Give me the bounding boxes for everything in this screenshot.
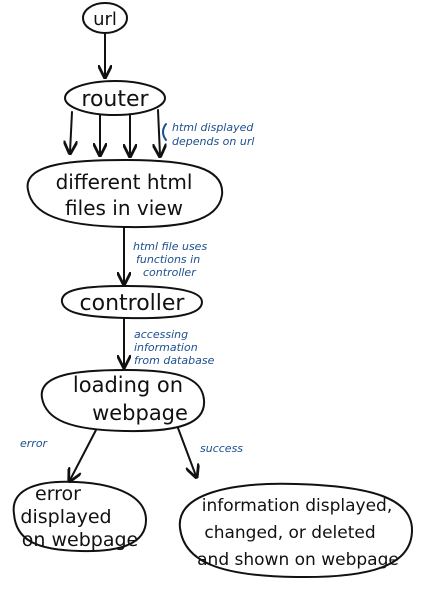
node-router-label: router (81, 87, 149, 112)
node-loading-line-1: loading on (73, 373, 183, 397)
arrow-loading-info (177, 427, 196, 476)
node-information-line-2: changed, or deleted (204, 523, 375, 543)
node-url-label: url (93, 9, 117, 30)
html-note-line-1: html file uses (133, 240, 207, 253)
node-information-line-1: information displayed, (202, 496, 393, 516)
node-controller: controller (61, 285, 203, 320)
node-error-line-1: error (35, 483, 81, 505)
router-note-line-2: depends on url (172, 135, 254, 148)
router-note-bracket (162, 123, 167, 141)
node-url: url (82, 2, 128, 34)
node-information: information displayed, changed, or delet… (178, 482, 413, 579)
node-html-files-line-2: files in view (65, 196, 183, 220)
node-error-line-3: on webpage (22, 529, 138, 551)
html-note-line-3: controller (143, 266, 197, 279)
success-label: success (200, 442, 243, 455)
node-loading: loading on webpage (40, 369, 206, 433)
node-error: error displayed on webpage (12, 480, 147, 553)
arrow-router-html-1 (70, 111, 72, 152)
node-controller-label: controller (80, 291, 186, 316)
controller-note-line-3: from database (134, 354, 215, 367)
error-label: error (20, 437, 49, 450)
node-error-line-2: displayed (20, 506, 111, 528)
controller-note-line-2: information (134, 341, 198, 354)
arrow-loading-error (70, 429, 97, 480)
node-loading-line-2: webpage (92, 401, 188, 425)
node-html-files: different html files in view (26, 159, 224, 229)
router-note-line-1: html displayed (172, 121, 254, 134)
html-note-line-2: functions in (136, 253, 200, 266)
node-html-files-line-1: different html (56, 170, 193, 194)
controller-note-line-1: accessing (134, 328, 188, 341)
node-information-line-3: and shown on webpage (197, 550, 399, 570)
arrow-router-html-4 (158, 109, 160, 155)
node-router: router (64, 80, 166, 116)
